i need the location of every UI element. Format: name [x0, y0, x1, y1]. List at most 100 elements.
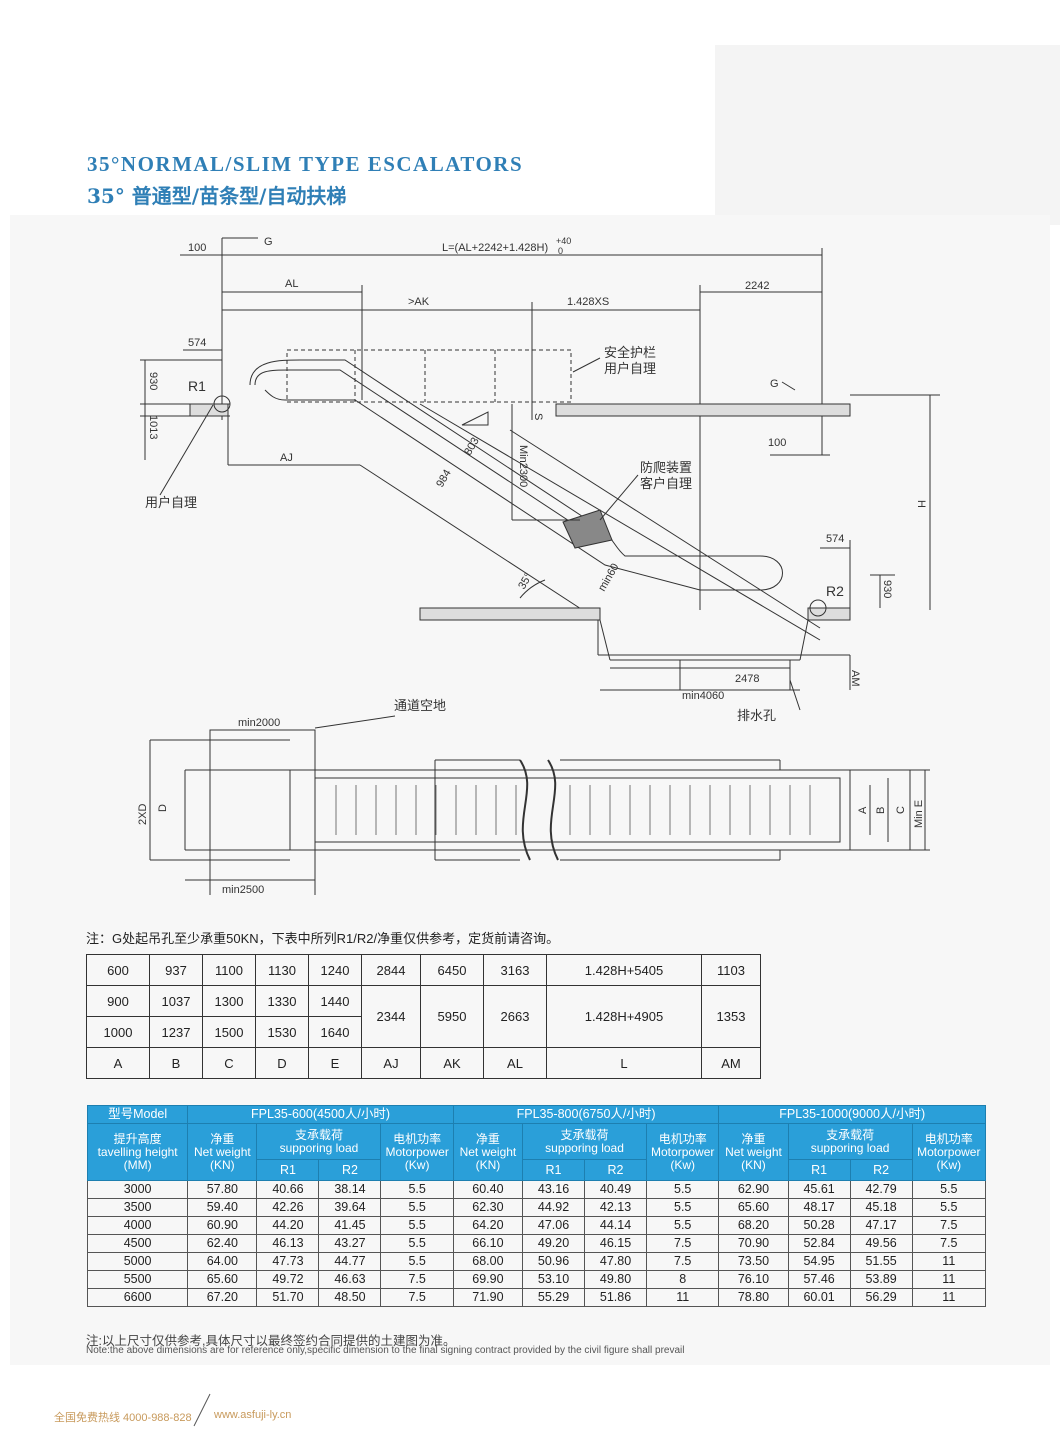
table-header: AJ	[361, 1047, 421, 1079]
table-cell: 55.29	[522, 1288, 586, 1307]
dim-b: B	[875, 807, 887, 814]
table-cell: 47.17	[849, 1216, 913, 1235]
table-cell: 2344	[361, 985, 421, 1048]
table-cell: 68.00	[452, 1252, 524, 1271]
table-cell: 1440	[308, 985, 362, 1017]
table-cell: 1.428H+4905	[546, 985, 702, 1048]
table-cell: 11	[911, 1288, 987, 1307]
weight-label: 净重 Net weight (KN)	[187, 1123, 258, 1181]
dim-100: 100	[188, 242, 206, 254]
dim-930-left: 930	[147, 372, 159, 390]
table-cell: 5.5	[646, 1198, 720, 1217]
label-user: 用户自理	[145, 495, 197, 510]
dim-930-right: 930	[881, 580, 893, 598]
table-header: AK	[420, 1047, 484, 1079]
table-cell: 56.29	[849, 1288, 913, 1307]
spec-table: 型号Model FPL35-600(4500人/小时) FPL35-800(67…	[86, 1105, 987, 1307]
table-cell: 5.5	[646, 1216, 720, 1235]
table-cell: 937	[149, 954, 203, 986]
table-cell: 7.5	[911, 1216, 987, 1235]
table-cell: 40.49	[584, 1180, 648, 1199]
table-cell: 65.60	[718, 1198, 789, 1217]
load-label: 支承载荷 supporing load	[787, 1122, 913, 1161]
dim-aj: AJ	[280, 452, 293, 464]
dim-h: H	[915, 500, 927, 508]
table-cell: 78.80	[718, 1288, 789, 1307]
table-cell: 1100	[202, 954, 256, 986]
dim-min-e: Min E	[913, 800, 925, 828]
table-header-row: A B C D E AJ AK AL L AM	[86, 1047, 761, 1079]
load-label: 支承载荷 supporing load	[522, 1122, 648, 1161]
dim-am: AM	[849, 670, 861, 687]
note-lifting: 注：G处起吊孔至少承重50KN，下表中所列R1/R2/净重仅供参考，定货前请咨询…	[86, 931, 560, 946]
table-cell: 46.13	[256, 1234, 320, 1253]
table-cell: 68.20	[718, 1216, 789, 1235]
table-cell: 1300	[202, 985, 256, 1017]
table-header: AM	[701, 1047, 761, 1079]
table-header: B	[149, 1047, 203, 1079]
table-header: C	[202, 1047, 256, 1079]
table-cell: 64.00	[187, 1252, 258, 1271]
table-cell: 2663	[483, 985, 547, 1048]
table-header: E	[308, 1047, 362, 1079]
table-cell: 62.40	[187, 1234, 258, 1253]
table-cell: 4000	[86, 1216, 189, 1235]
power-label: 电机功率 Motorpower (Kw)	[646, 1123, 720, 1181]
load-label: 支承载荷 supporing load	[256, 1122, 382, 1161]
table-cell: 7.5	[646, 1234, 720, 1253]
table-cell: 42.13	[584, 1198, 648, 1217]
table-cell: 3000	[86, 1180, 189, 1199]
table-cell: 57.80	[187, 1180, 258, 1199]
r2-label: R2	[584, 1159, 648, 1181]
table-cell: 5.5	[911, 1198, 987, 1217]
dim-tol-zero: 0	[558, 246, 563, 256]
dim-min60: min60	[596, 562, 621, 594]
dim-l-formula: L=(AL+2242+1.428H)	[442, 242, 548, 254]
dim-c: C	[895, 806, 907, 814]
table-cell: 43.27	[318, 1234, 382, 1253]
table-cell: 44.14	[584, 1216, 648, 1235]
table-cell: 41.45	[318, 1216, 382, 1235]
r1-label: R1	[256, 1159, 320, 1181]
weight-label: 净重 Net weight (KN)	[718, 1123, 789, 1181]
table-cell: 48.50	[318, 1288, 382, 1307]
r2-label: R2	[318, 1159, 382, 1181]
table-header: AL	[483, 1047, 547, 1079]
spec-header-row: 提升高度 tavelling height (MM) 净重 Net weight…	[86, 1122, 987, 1181]
dim-min2000: min2000	[238, 717, 280, 729]
table-cell: 51.70	[256, 1288, 320, 1307]
table-cell: 44.77	[318, 1252, 382, 1271]
table-cell: 1103	[701, 954, 761, 986]
table-cell: 45.18	[849, 1198, 913, 1217]
table-cell: 67.20	[187, 1288, 258, 1307]
table-cell: 5.5	[380, 1252, 454, 1271]
table-cell: 39.64	[318, 1198, 382, 1217]
weight-label: 净重 Net weight (KN)	[452, 1123, 524, 1181]
dim-100-right: 100	[768, 437, 786, 449]
table-row: 900 1037 1300 1330 1440 2344 5950 2663 1…	[86, 985, 761, 1048]
table-cell: 5.5	[380, 1216, 454, 1235]
dim-angle: 35°	[516, 571, 535, 591]
model-600: FPL35-600(4500人/小时)	[187, 1105, 454, 1124]
table-cell: 42.26	[256, 1198, 320, 1217]
dim-1013: 1013	[147, 415, 159, 439]
table-cell: 6450	[420, 954, 484, 986]
table-header: L	[546, 1047, 702, 1079]
table-cell: 48.17	[787, 1198, 851, 1217]
table-cell: 3500	[86, 1198, 189, 1217]
table-cell: 1000	[86, 1016, 150, 1048]
dim-g-right: G	[770, 378, 779, 390]
note-reference-cn: 注:以上尺寸仅供参考,具体尺寸以最终签约合同提供的土建图为准。	[86, 1334, 456, 1348]
table-cell: 38.14	[318, 1180, 382, 1199]
page-title-en: 35°NORMAL/SLIM TYPE ESCALATORS	[87, 152, 524, 176]
dim-574-top: 574	[188, 337, 206, 349]
dim-tol-plus: +40	[556, 236, 571, 246]
table-cell: 46.15	[584, 1234, 648, 1253]
label-r2: R2	[826, 583, 844, 599]
footer-website[interactable]: www.asfuji-ly.cn	[214, 1409, 292, 1421]
